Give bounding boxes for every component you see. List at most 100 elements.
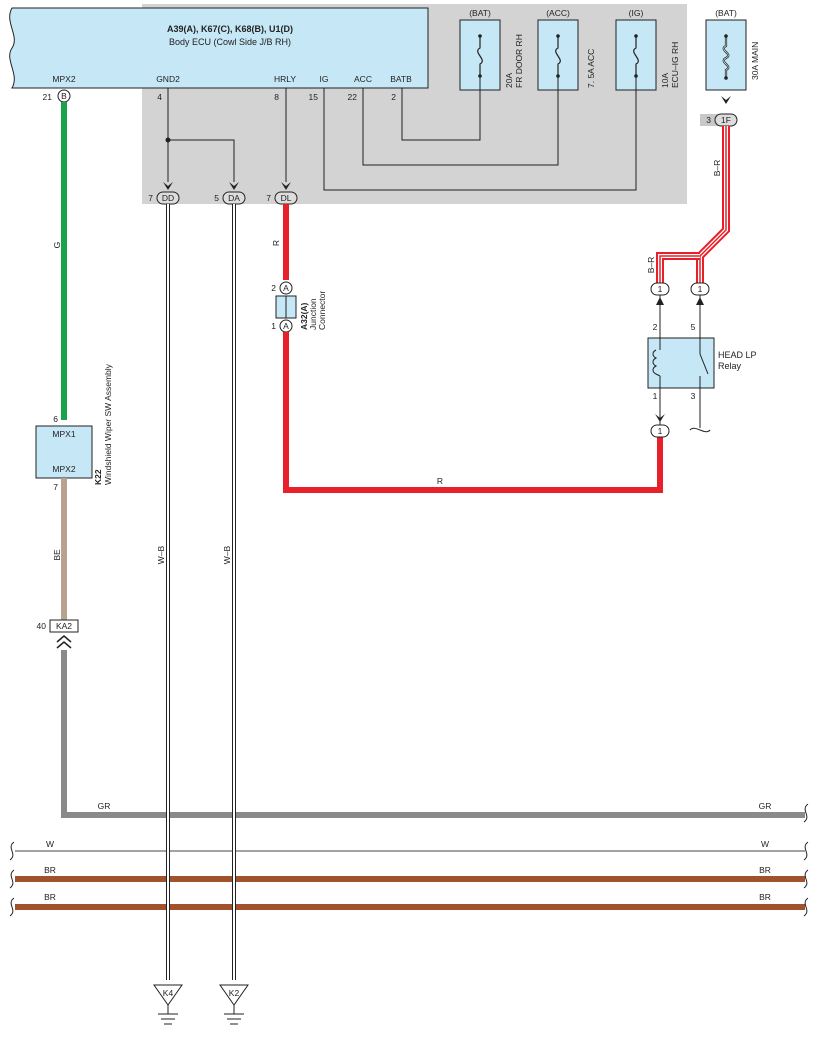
pin-label-batb: BATB [390,74,412,84]
bus-gr-label-left: GR [98,801,111,811]
fuse-fr-door-rh [459,19,501,91]
pin-number-batb: 2 [391,92,396,102]
relay-pin-1: 1 [653,391,658,401]
connector-1f-pin: 3 [706,115,711,125]
relay-coil [652,349,661,377]
fuse-acc [537,19,579,91]
pin-label-mpx2: MPX2 [52,74,75,84]
relay-conn-bottom [650,424,670,438]
wiper-label-mpx1: MPX1 [52,429,75,439]
fuse-main-rating: 30A MAIN [750,42,760,80]
gnd2-splice-dot [165,137,171,143]
head-lp-relay-box [647,337,715,389]
fuse-door-rating: 20A [504,73,514,88]
fuse-main-source: (BAT) [715,8,737,18]
relay-pin-3: 3 [691,391,696,401]
connector-dl-pin: 7 [266,193,271,203]
pin-label-hrly: HRLY [274,74,296,84]
wire-r-bottom-label: R [437,476,443,486]
pin-number-ig: 15 [309,92,319,102]
connector-ka2-pin: 40 [37,621,47,631]
relay-conn-right-label: 1 [698,284,703,294]
junction-name2: Connector [317,291,327,330]
bus-br1-label-left: BR [44,865,56,875]
bus-br2-label-right: BR [759,892,771,902]
wire-b-r-label: B–R [712,160,722,177]
body-ecu-box [9,7,429,89]
fuse-acc-rating: 7. 5A ACC [586,49,596,88]
fuse-ecu-ig-rh [615,19,657,91]
pin-label-ig: IG [320,74,329,84]
ecu-internal-wires [167,76,637,191]
junction-letter-bottom: A [283,321,289,331]
relay-conn-left-label: 1 [658,284,663,294]
connector-dd-id: DD [162,193,174,203]
wire-r-bottom [283,332,663,493]
pin-number-acc: 22 [348,92,358,102]
pin-number-mpx2: 21 [43,92,53,102]
relay-wire-break [689,427,711,433]
wire-b-r [656,126,730,283]
fuse-acc-source: (ACC) [546,8,570,18]
junction-letter-top: A [283,283,289,293]
bus-w-label-right: W [761,839,769,849]
wire-r-label: R [271,240,281,246]
connector-dl-id: DL [281,193,292,203]
connector-arrows [163,96,731,190]
bus-br1-label-right: BR [759,865,771,875]
wire-gr [61,650,805,818]
wiper-pin-top: 6 [53,414,58,424]
relay-arrows-up [656,297,704,305]
fuse-30a-main [705,19,747,91]
relay-arrow-down [655,414,665,422]
connector-ka2 [49,619,79,633]
fuse-ig-source: (IG) [629,8,644,18]
connector-ka2-chevrons [56,635,72,649]
junction-code: A32(A) [299,302,309,330]
ecu-subtitle: Body ECU (Cowl Side J/B RH) [169,37,291,47]
wiper-name: Windshield Wiper SW Assembly [103,363,113,485]
relay-pin-5: 5 [691,322,696,332]
ground-k2 [219,984,249,1025]
bus-gr-label-right: GR [759,801,772,811]
connector-dd-pin: 7 [148,193,153,203]
pin-label-gnd2: GND2 [156,74,180,84]
mpx2-connector-label: B [61,91,67,101]
bus-w-label-left: W [46,839,54,849]
relay-switch [699,338,709,388]
connector-ka2-id: KA2 [56,621,72,631]
pin-label-acc: ACC [354,74,372,84]
wiper-switch-box [35,425,93,479]
junction-pin-bottom-num: 1 [271,321,276,331]
pin-number-hrly: 8 [274,92,279,102]
connector-1f-id: 1F [721,115,731,125]
wire-be-label: BE [52,549,62,561]
wiper-pin-bottom: 7 [53,482,58,492]
wire-g-label: G [52,242,62,249]
ground-k4-id: K4 [163,988,174,998]
relay-pin-2: 2 [653,322,658,332]
junction-name1: Junction [308,298,318,330]
fuse-ig-rating: 10A [660,73,670,88]
bus-br2-label-left: BR [44,892,56,902]
ground-k4 [153,984,183,1025]
ecu-title: A39(A), K67(C), K68(B), U1(D) [167,24,293,34]
wiper-label-mpx2: MPX2 [52,464,75,474]
wire-wb1-label: W–B [156,545,166,564]
junction-pin-top-num: 2 [271,283,276,293]
fuse-door-name: FR DOOR RH [514,34,524,88]
ground-k2-id: K2 [229,988,240,998]
wiper-code: K22 [93,469,103,485]
relay-conn-bottom-label: 1 [658,426,663,436]
wire-b-r-left-label: B–R [646,257,656,274]
junction-pin-top [279,281,293,295]
connector-da-pin: 5 [214,193,219,203]
connector-da-id: DA [228,193,240,203]
bus-break-marks [9,803,809,917]
relay-name-1: HEAD LP [718,350,757,360]
fuse-ig-name: ECU–IG RH [670,42,680,88]
wire-wb2-label: W–B [222,545,232,564]
pin-number-gnd2: 4 [157,92,162,102]
relay-name-2: Relay [718,361,742,371]
